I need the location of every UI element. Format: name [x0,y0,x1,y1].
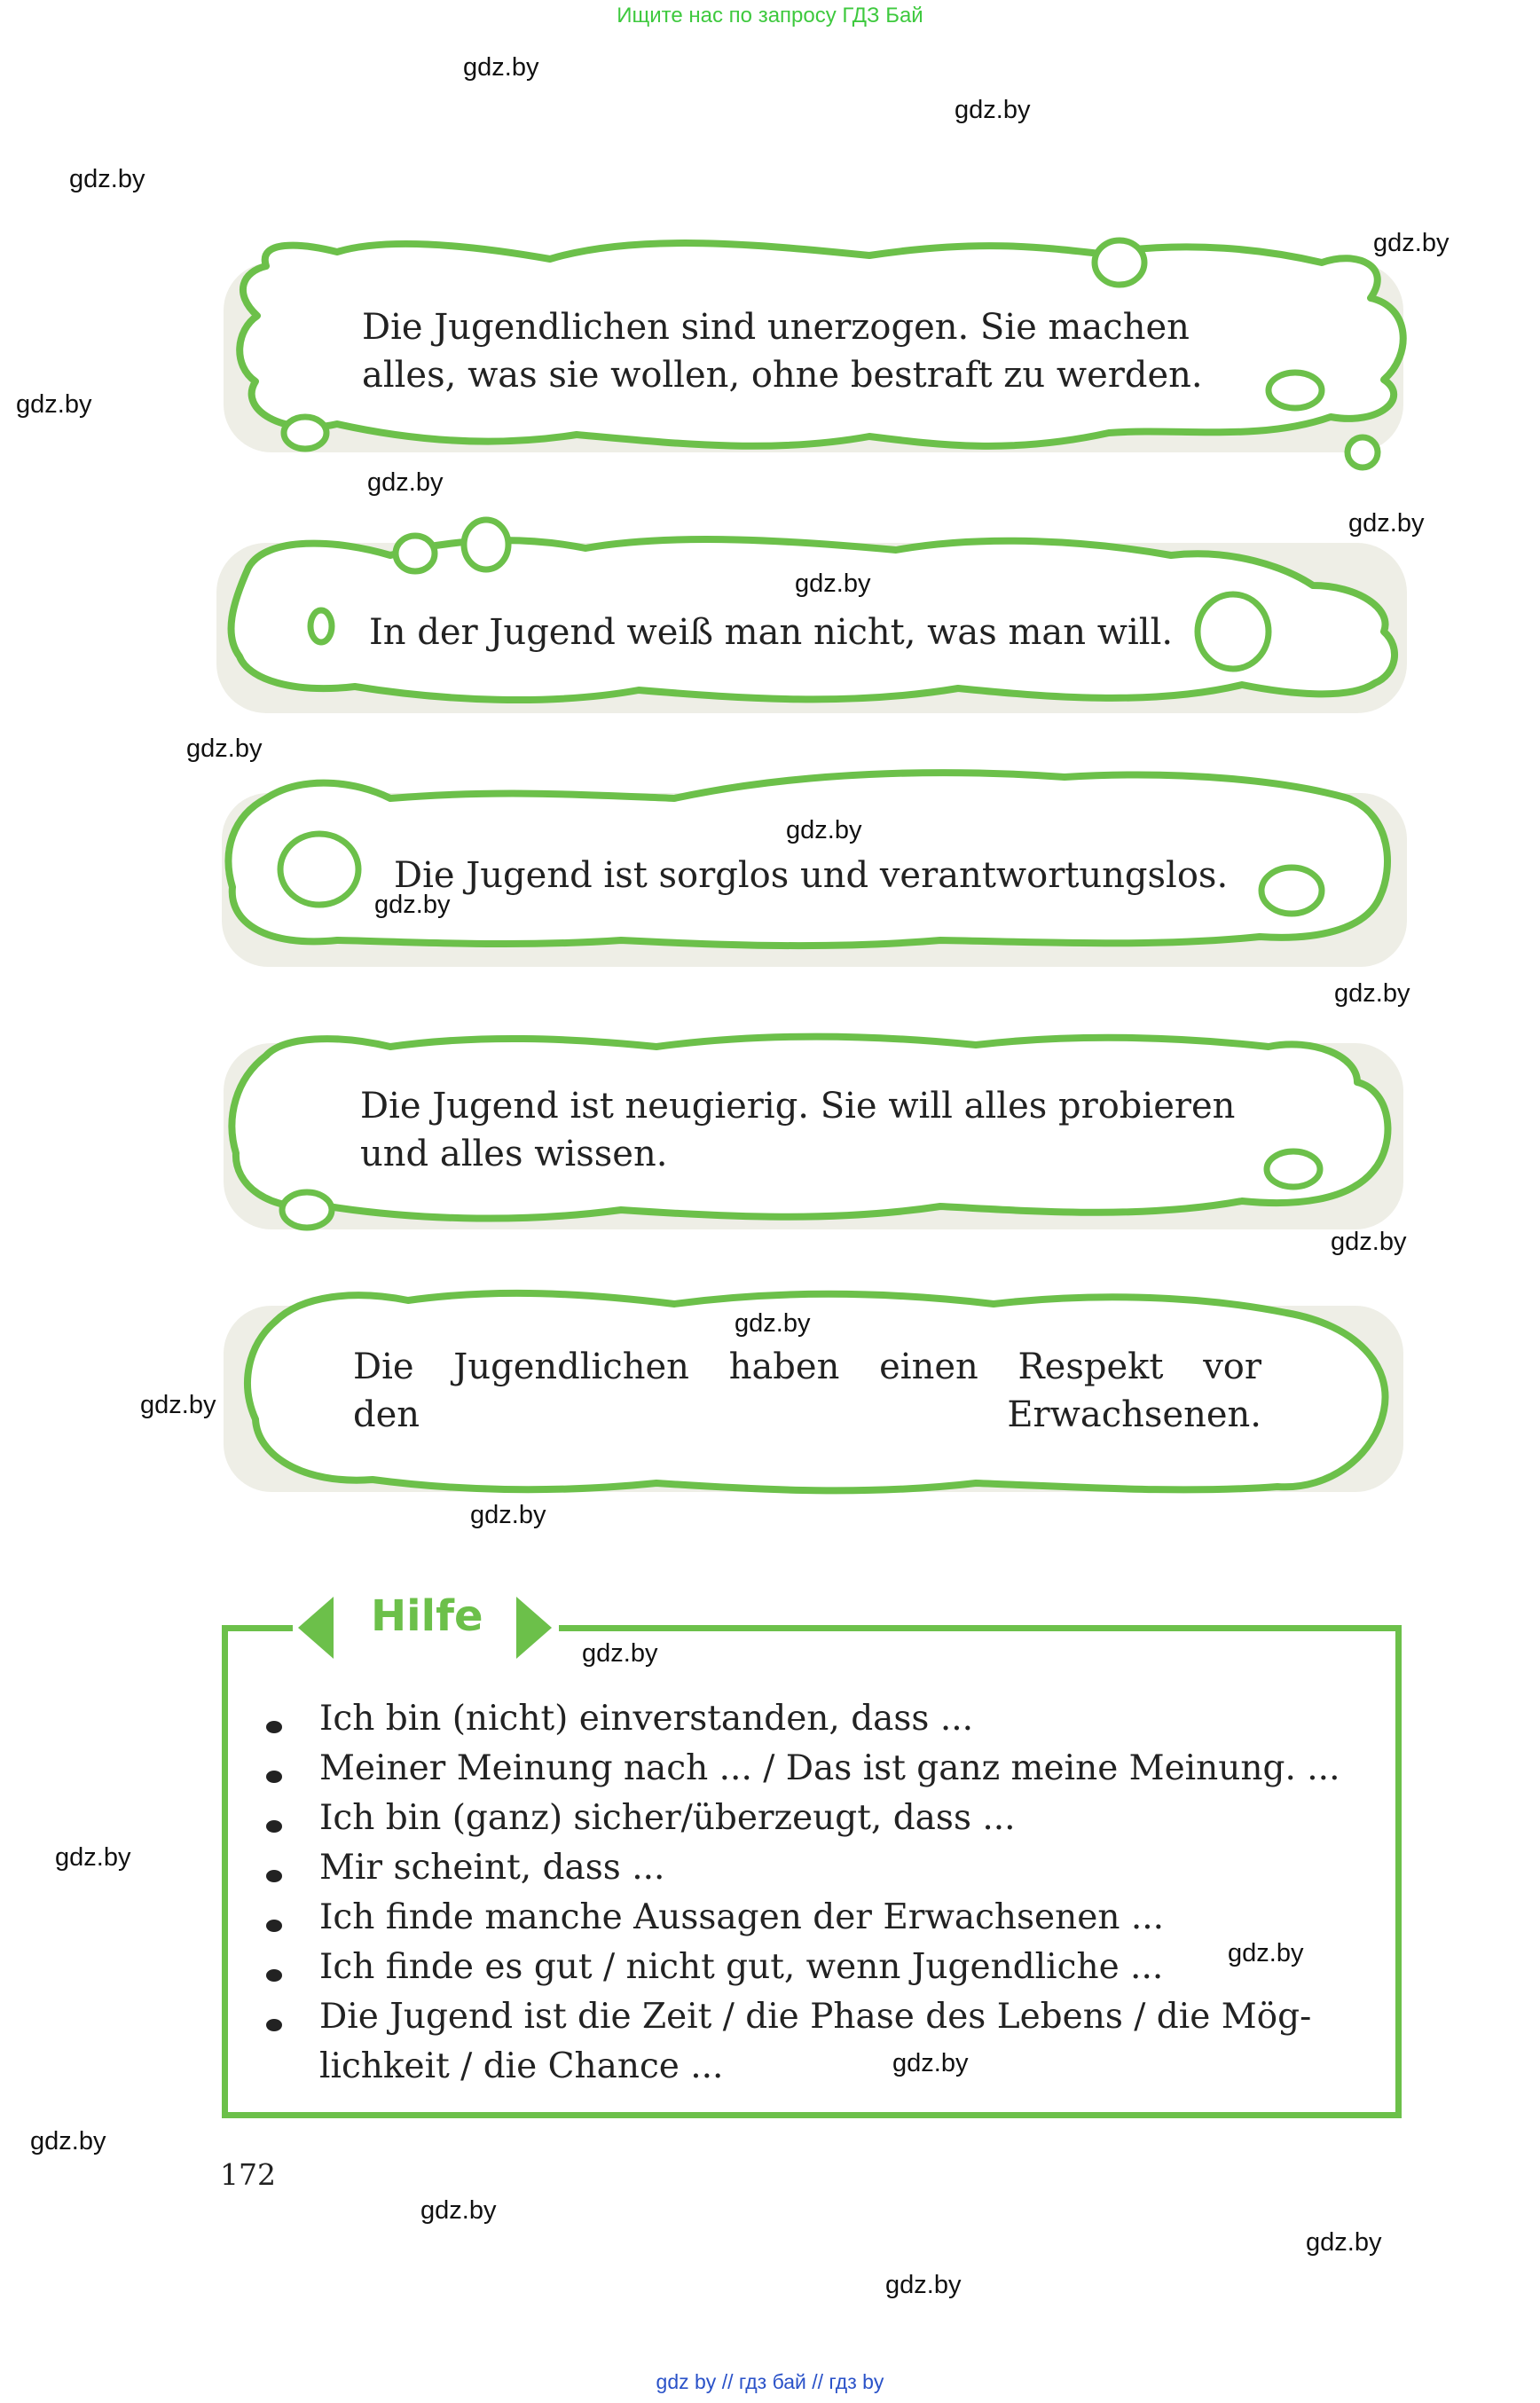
watermark: gdz.by [69,165,145,193]
statement-text: Die Jugend ist neugierig. Sie will alles… [360,1086,1236,1174]
watermark: gdz.by [374,891,451,919]
help-arrows [298,1597,552,1659]
watermark: gdz.by [420,2196,497,2225]
watermark: gdz.by [1334,979,1410,1008]
help-header [293,1588,559,1668]
watermark: gdz.by [470,1501,546,1529]
bubble-5-shape [224,1289,1403,1495]
bullet-icon [266,1820,282,1833]
list-item-text: Die Jugend ist die Zeit / die Phase des … [319,1997,1312,2086]
list-item-text: Meiner Meinung nach ... / Das ist ganz m… [319,1748,1340,1788]
watermark: gdz.by [786,816,862,844]
watermark: gdz.by [55,1843,131,1872]
list-item: Ich finde manche Aussagen der Erwachsene… [266,1893,1384,1943]
list-item-text: Ich bin (ganz) sicher/überzeugt, dass ..… [319,1798,1016,1838]
watermark: gdz.by [795,569,871,598]
bullet-icon [266,2019,282,2031]
watermark: gdz.by [955,96,1031,124]
watermark: gdz.by [1373,229,1450,257]
list-item-text: Ich finde manche Aussagen der Erwachsene… [319,1897,1165,1937]
watermark: gdz.by [1348,509,1425,538]
footer-links[interactable]: gdz by // гдз бай // гдз by [656,2370,884,2393]
list-item-text: Mir scheint, dass ... [319,1848,665,1888]
watermark: gdz.by [463,53,539,82]
watermark: gdz.by [367,468,444,497]
arrow-right-icon [516,1597,552,1659]
bubble-3-shape [222,769,1407,967]
list-item-text: Ich bin (nicht) einverstanden, dass ... [319,1699,974,1739]
watermark: gdz.by [16,390,92,419]
list-item: Ich bin (nicht) einverstanden, dass ... [266,1694,1384,1744]
bubble-1-shape [224,237,1407,471]
help-title: Hilfe [371,1591,483,1641]
watermark: gdz.by [582,1639,658,1668]
list-item: Ich bin (ganz) sicher/überzeugt, dass ..… [266,1794,1384,1843]
bullet-icon [266,1969,282,1982]
watermark: gdz.by [140,1391,216,1419]
watermark: gdz.by [1306,2228,1382,2257]
watermark: gdz.by [735,1309,811,1338]
watermark: gdz.by [1228,1939,1304,1967]
help-list: Ich bin (nicht) einverstanden, dass ... … [266,1694,1384,2092]
statement-text: Die Jugendlichen haben einen Respekt vor… [353,1347,1261,1435]
bubble-4-shape [224,1033,1403,1231]
bullet-icon [266,1920,282,1932]
statement-text: In der Jugend weiß man nicht, was man wi… [369,612,1174,653]
watermark: gdz.by [892,2049,969,2077]
help-box [222,1625,1402,2118]
statement-text: Die Jugend ist sorglos und verantwortung… [394,855,1229,896]
watermark: gdz.by [30,2127,106,2156]
arrow-left-icon [298,1597,334,1659]
page-number: 172 [220,2157,276,2192]
list-item-text: Ich finde es gut / nicht gut, wenn Jugen… [319,1947,1164,1987]
top-banner[interactable]: Ищите нас по запросу ГДЗ Бай [617,4,923,27]
statement-text: Die Jugendlichen sind unerzogen. Sie mac… [362,307,1203,396]
bubble-2-shape [216,516,1407,713]
list-item: Mir scheint, dass ... [266,1843,1384,1893]
watermark: gdz.by [1331,1228,1407,1256]
bullet-icon [266,1721,282,1733]
list-item: Ich finde es gut / nicht gut, wenn Jugen… [266,1943,1384,1992]
list-item: Die Jugend ist die Zeit / die Phase des … [266,1992,1384,2092]
bullet-icon [266,1771,282,1783]
watermark: gdz.by [186,734,263,763]
watermark: gdz.by [885,2271,962,2299]
list-item: Meiner Meinung nach ... / Das ist ganz m… [266,1744,1384,1794]
bullet-icon [266,1870,282,1882]
